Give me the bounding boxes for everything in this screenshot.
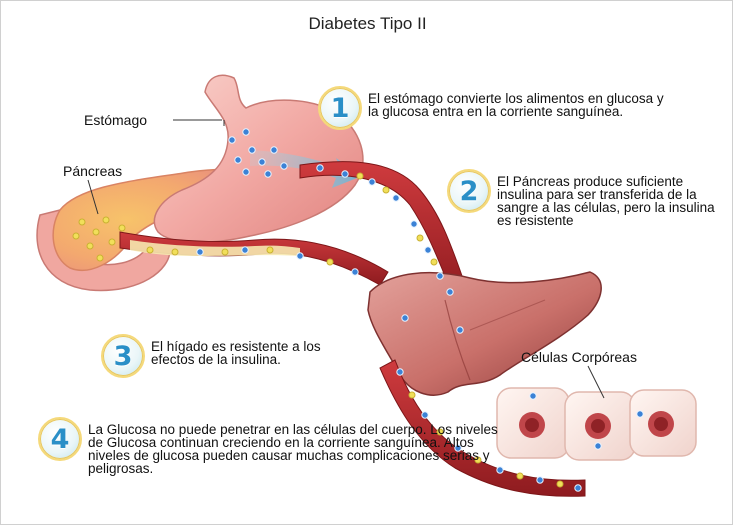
- step-3: 3 El hígado es resistente a los efectos …: [101, 340, 371, 378]
- glucose-molecule: [425, 247, 431, 253]
- glucose-molecule: [197, 249, 203, 255]
- insulin-molecule: [327, 259, 333, 265]
- glucose-molecule: [281, 163, 287, 169]
- insulin-molecule: [93, 229, 99, 235]
- step-1: 1 El estómago convierte los alimentos en…: [318, 92, 668, 130]
- insulin-molecule: [431, 259, 437, 265]
- insulin-molecule: [147, 247, 153, 253]
- diagram-title: Diabetes Tipo II: [0, 14, 735, 34]
- glucose-molecule: [249, 147, 255, 153]
- glucose-molecule: [457, 327, 463, 333]
- insulin-molecule: [417, 235, 423, 241]
- insulin-molecule: [557, 481, 563, 487]
- insulin-molecule: [222, 249, 228, 255]
- body-cells-label: Células Corpóreas: [521, 349, 637, 365]
- insulin-molecule: [409, 392, 415, 398]
- insulin-molecule: [73, 233, 79, 239]
- glucose-molecule: [317, 165, 323, 171]
- pancreas-label: Páncreas: [63, 163, 122, 179]
- glucose-molecule: [595, 443, 601, 449]
- step-3-text: El hígado es resistente a los efectos de…: [151, 340, 361, 366]
- insulin-molecule: [383, 187, 389, 193]
- step-2: 2 El Páncreas produce suficiente insulin…: [447, 175, 732, 227]
- glucose-molecule: [229, 137, 235, 143]
- step-4-text: La Glucosa no puede penetrar en las célu…: [88, 423, 498, 475]
- glucose-molecule: [447, 289, 453, 295]
- glucose-molecule: [537, 477, 543, 483]
- glucose-molecule: [411, 221, 417, 227]
- glucose-molecule: [297, 253, 303, 259]
- insulin-molecule: [97, 255, 103, 261]
- insulin-molecule: [79, 219, 85, 225]
- glucose-molecule: [235, 157, 241, 163]
- insulin-molecule: [109, 239, 115, 245]
- glucose-molecule: [402, 315, 408, 321]
- glucose-molecule: [242, 247, 248, 253]
- glucose-molecule: [422, 412, 428, 418]
- insulin-molecule: [517, 473, 523, 479]
- insulin-molecule: [119, 225, 125, 231]
- step-badge: 3: [101, 334, 145, 378]
- step-badge: 2: [447, 169, 491, 213]
- glucose-molecule: [259, 159, 265, 165]
- insulin-molecule: [357, 173, 363, 179]
- glucose-molecule: [342, 171, 348, 177]
- glucose-molecule: [575, 485, 581, 491]
- glucose-molecule: [352, 269, 358, 275]
- glucose-molecule: [393, 195, 399, 201]
- step-badge: 1: [318, 86, 362, 130]
- glucose-molecule: [243, 169, 249, 175]
- step-1-text: El estómago convierte los alimentos en g…: [368, 92, 668, 118]
- glucose-molecule: [637, 411, 643, 417]
- glucose-molecule: [397, 369, 403, 375]
- glucose-molecule: [530, 393, 536, 399]
- stomach-label: Estómago: [84, 112, 147, 128]
- step-badge: 4: [38, 417, 82, 461]
- insulin-molecule: [87, 243, 93, 249]
- glucose-molecule: [243, 129, 249, 135]
- step-4: 4 La Glucosa no puede penetrar en las cé…: [38, 423, 508, 475]
- insulin-molecule: [103, 217, 109, 223]
- step-2-text: El Páncreas produce suficiente insulina …: [497, 175, 732, 227]
- glucose-molecule: [271, 147, 277, 153]
- liver-organ: [368, 272, 601, 395]
- insulin-molecule: [172, 249, 178, 255]
- glucose-molecule: [265, 171, 271, 177]
- insulin-molecule: [267, 247, 273, 253]
- glucose-molecule: [437, 273, 443, 279]
- glucose-molecule: [369, 179, 375, 185]
